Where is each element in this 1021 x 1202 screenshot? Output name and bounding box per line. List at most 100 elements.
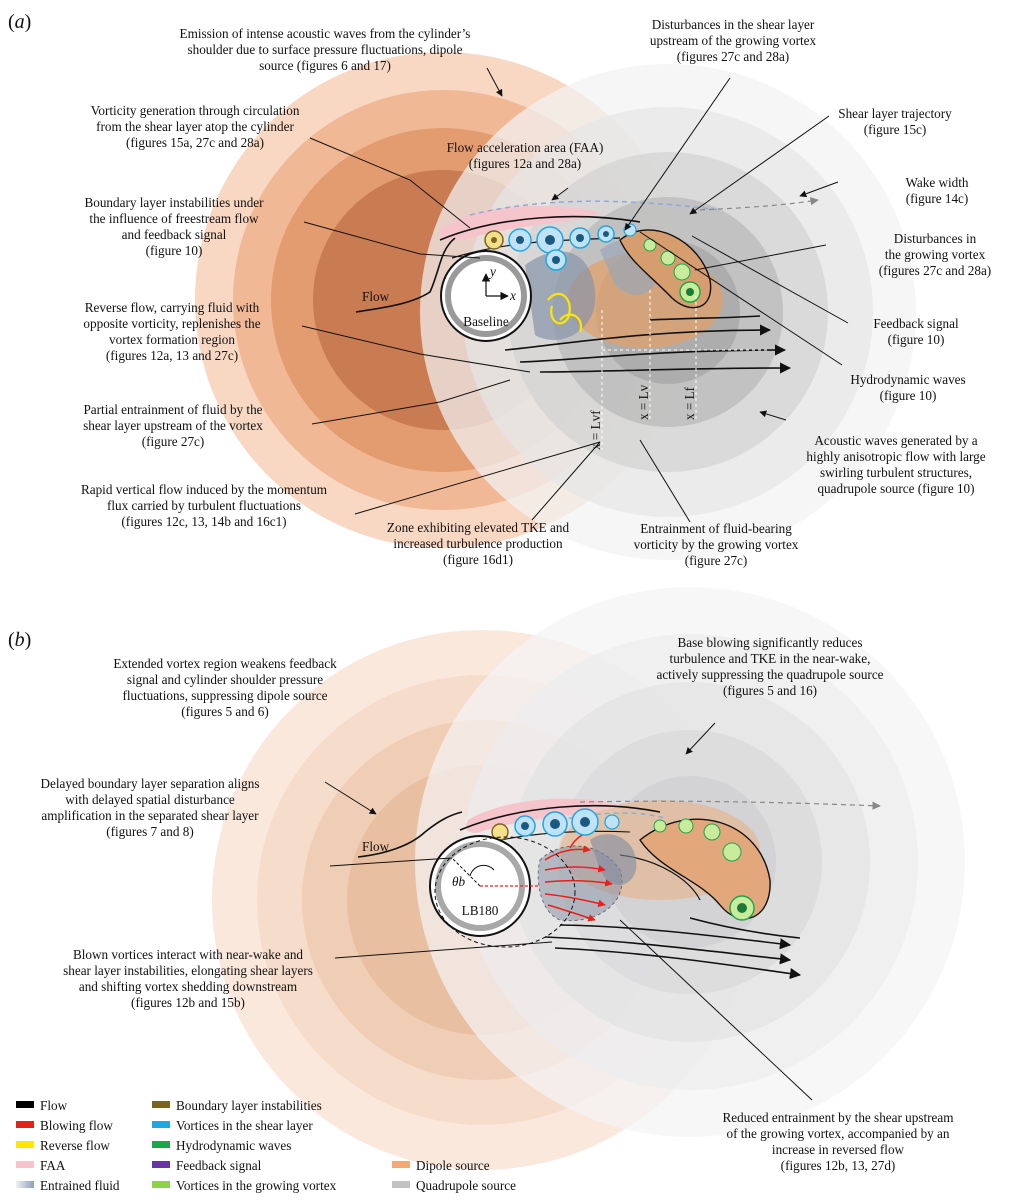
annotation-hydrodynamic-waves: Hydrodynamic waves(figure 10) (850, 372, 965, 403)
annotation-line: (figures 27c and 28a) (677, 49, 789, 64)
legend-swatch (152, 1181, 170, 1188)
annotation-line: (figures 5 and 6) (181, 704, 269, 719)
annotation-line: Rapid vertical flow induced by the momen… (81, 482, 328, 497)
annotation-line: Blown vortices interact with near-wake a… (73, 947, 303, 962)
annotation-line: Feedback signal (873, 316, 959, 331)
annotation-emission: Emission of intense acoustic waves from … (180, 26, 471, 73)
legend-label: Vortices in the growing vortex (176, 1178, 337, 1193)
legend-label: Entrained fluid (40, 1178, 120, 1193)
flow-streamlines-a (355, 237, 792, 374)
annotation-line: Shear layer trajectory (838, 106, 952, 121)
flow-label-a: Flow (362, 289, 390, 304)
annotation-line: increase in reversed flow (772, 1142, 905, 1157)
annotation-feedback-signal: Feedback signal(figure 10) (873, 316, 959, 347)
annotation-line: flux carried by turbulent fluctuations (107, 498, 301, 513)
legend-label: Blowing flow (40, 1118, 113, 1133)
panel-a: x y Baseline Flow x = Lvf x = Lv x = Lf (8, 11, 991, 568)
annotation-line: source (figures 6 and 17) (259, 58, 391, 73)
legend-label: Feedback signal (176, 1158, 262, 1173)
annotation-line: (figure 27c) (685, 553, 748, 568)
annotation-shear-trajectory: Shear layer trajectory(figure 15c) (838, 106, 952, 137)
legend-swatch (152, 1141, 170, 1148)
annotation-line: (figures 12c, 13, 14b and 16c1) (121, 514, 286, 529)
annotation-line: shoulder due to surface pressure fluctua… (187, 42, 462, 57)
annotation-reduced-entrainment: Reduced entrainment by the shear upstrea… (722, 1110, 954, 1173)
legend-swatch (392, 1181, 410, 1188)
annotation-vorticity-generation: Vorticity generation through circulation… (91, 103, 300, 150)
cylinder-label-a: Baseline (463, 314, 509, 329)
annotation-line: amplification in the separated shear lay… (41, 808, 259, 823)
annotation-line: increased turbulence production (393, 536, 563, 551)
axis-y-label: y (488, 264, 496, 279)
annotation-line: (figures 12b, 13, 27d) (781, 1158, 896, 1173)
blowing-flow-arrows (544, 827, 613, 922)
annotation-blown-vortices: Blown vortices interact with near-wake a… (63, 947, 313, 1010)
annotation-line: turbulence and TKE in the near-wake, (670, 651, 871, 666)
annotation-line: vortex formation region (109, 332, 235, 347)
legend-label: Reverse flow (40, 1138, 110, 1153)
panel-b: θb LB180 Flow (b) Extended vortex region… (8, 587, 965, 1173)
annotation-line: (figures 15a, 27c and 28a) (126, 135, 264, 150)
annotation-line: (figure 14c) (906, 191, 969, 206)
annotation-faa: Flow acceleration area (FAA)(figures 12a… (447, 140, 604, 171)
annotation-line: (figures 12a and 28a) (469, 156, 581, 171)
dim-lv: x = Lv (636, 384, 651, 420)
legend-swatch (152, 1101, 170, 1108)
annotation-line: Flow acceleration area (FAA) (447, 140, 604, 155)
annotation-line: from the shear layer atop the cylinder (96, 119, 294, 134)
shear-layer-vortices-b (491, 808, 620, 841)
annotation-line: Wake width (905, 175, 968, 190)
annotation-line: vorticity by the growing vortex (634, 537, 799, 552)
annotation-line: fluctuations, suppressing dipole source (122, 688, 327, 703)
annotation-wake-width: Wake width(figure 14c) (905, 175, 968, 206)
annotation-line: (figures 27c and 28a) (879, 263, 991, 278)
angle-label: θb (452, 874, 465, 889)
annotation-line: shear layer upstream of the vortex (83, 418, 263, 433)
growing-vortex-cores-b (653, 818, 755, 921)
legend-swatch (152, 1121, 170, 1128)
annotation-line: highly anisotropic flow with large (806, 449, 985, 464)
annotation-line: Disturbances in the shear layer (652, 17, 815, 32)
annotation-line: the influence of freestream flow (89, 211, 259, 226)
cylinder-baseline: x y Baseline (440, 250, 532, 342)
annotation-line: (figure 10) (888, 332, 945, 347)
legend-label: Dipole source (416, 1158, 490, 1173)
faa-region-b (465, 798, 620, 833)
annotation-line: Boundary layer instabilities under (84, 195, 264, 210)
annotation-line: Zone exhibiting elevated TKE and (387, 520, 570, 535)
annotation-line: Emission of intense acoustic waves from … (180, 26, 471, 41)
annotation-line: upstream of the growing vortex (650, 33, 817, 48)
annotation-line: opposite vorticity, replenishes the (83, 316, 260, 331)
annotation-line: (figure 27c) (142, 434, 205, 449)
annotation-line: Base blowing significantly reduces (678, 635, 863, 650)
legend-swatch (16, 1161, 34, 1168)
annotation-delayed-separation: Delayed boundary layer separation aligns… (41, 776, 260, 839)
annotation-line: Reverse flow, carrying fluid with (85, 300, 260, 315)
annotation-rapid-vertical-flow: Rapid vertical flow induced by the momen… (81, 482, 328, 529)
annotation-line: (figure 16d1) (443, 552, 513, 567)
cylinder-label-b: LB180 (462, 903, 499, 918)
annotation-line: (figure 15c) (864, 122, 927, 137)
annotation-line: Entrainment of fluid-bearing (640, 521, 792, 536)
annotation-line: signal and cylinder shoulder pressure (127, 672, 323, 687)
legend-label: Hydrodynamic waves (176, 1138, 291, 1153)
legend-label: Vortices in the shear layer (176, 1118, 313, 1133)
annotation-line: Extended vortex region weakens feedback (113, 656, 337, 671)
legend-swatch (152, 1161, 170, 1168)
dim-lvf: x = Lvf (588, 410, 603, 450)
legend-swatch (16, 1101, 34, 1108)
growing-vortex-cores-a (643, 238, 701, 303)
annotation-line: Disturbances in (894, 231, 977, 246)
annotation-line: with delayed spatial disturbance (65, 792, 235, 807)
annotation-line: (figures 5 and 16) (723, 683, 817, 698)
growing-vortex-b (639, 818, 771, 920)
legend-label: FAA (40, 1158, 66, 1173)
